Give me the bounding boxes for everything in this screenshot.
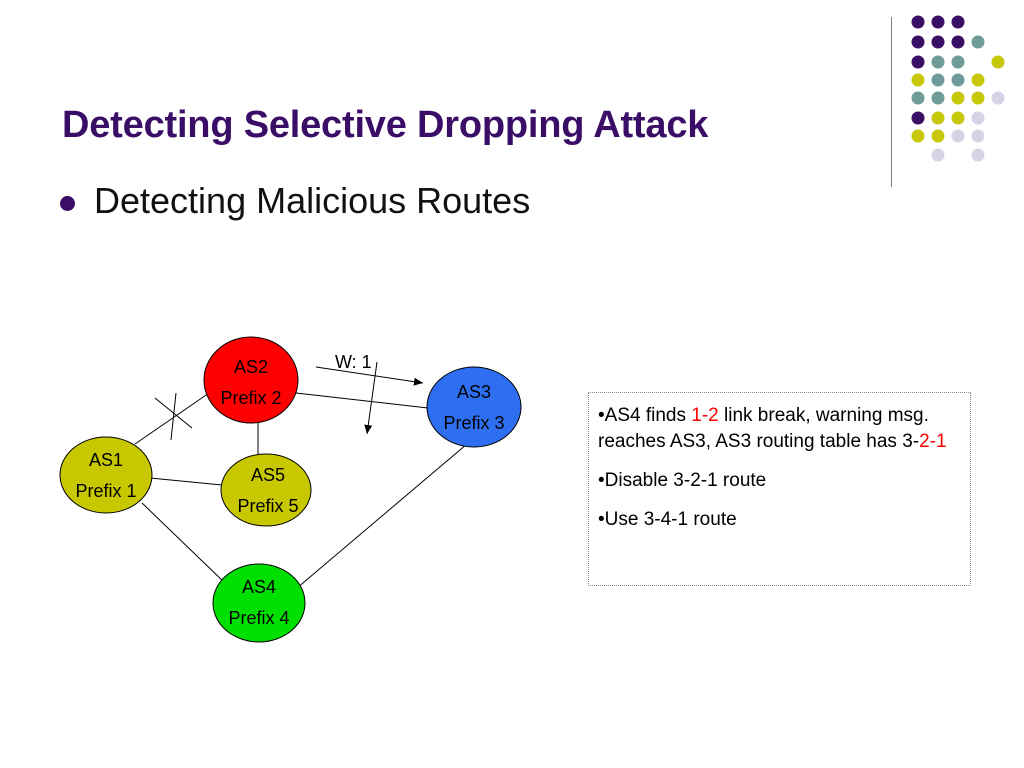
node-as1: AS1 Prefix 1 — [59, 436, 153, 514]
node-as2-prefix: Prefix 2 — [220, 388, 281, 408]
node-as2: AS2 Prefix 2 — [203, 336, 299, 424]
node-as2-name: AS2 — [234, 357, 268, 377]
node-as4-name: AS4 — [242, 577, 276, 597]
node-as4: AS4 Prefix 4 — [212, 563, 306, 643]
node-as4-prefix: Prefix 4 — [228, 608, 289, 628]
info-point-1-text-b: link break, warning msg. reaches AS3, AS… — [598, 405, 929, 452]
link-as1-as4 — [141, 502, 226, 584]
link-as4-as3 — [296, 443, 468, 589]
link-break-mark — [154, 392, 193, 441]
dots-lavender — [931, 91, 1005, 162]
node-as3-prefix: Prefix 3 — [443, 413, 504, 433]
info-point-2: •Disable 3-2-1 route — [598, 470, 767, 491]
node-as3: AS3 Prefix 3 — [426, 366, 522, 448]
dots-teal — [911, 35, 985, 105]
node-as5-name: AS5 — [251, 465, 285, 485]
info-point-1-highlight-b: 2-1 — [919, 431, 947, 452]
node-as3-name: AS3 — [457, 382, 491, 402]
node-as1-prefix: Prefix 1 — [75, 481, 136, 501]
info-box: •AS4 finds 1-2 link break, warning msg. … — [588, 392, 971, 586]
info-point-3: •Use 3-4-1 route — [598, 509, 737, 530]
bullet-text: Detecting Malicious Routes — [94, 180, 531, 221]
bullet-item: Detecting Malicious Routes — [60, 180, 530, 222]
decorative-dot-grid — [911, 15, 1005, 162]
info-point-1: •AS4 finds 1-2 link break, warning msg. … — [598, 403, 962, 455]
dots-yellow — [911, 55, 1005, 143]
info-point-1-highlight-a: 1-2 — [691, 405, 719, 426]
info-point-1-text-a: •AS4 finds — [598, 405, 692, 426]
warning-label: W: 1 — [335, 352, 372, 372]
bullet-dot-icon — [60, 195, 75, 211]
link-as1-as5 — [149, 477, 223, 486]
slide-title: Detecting Selective Dropping Attack — [62, 104, 709, 146]
link-as2-as3 — [295, 392, 429, 409]
warning-arrow-down — [364, 361, 378, 435]
node-as5-prefix: Prefix 5 — [237, 496, 298, 516]
dots-purple — [911, 15, 965, 125]
divider-line — [891, 17, 892, 187]
node-as5: AS5 Prefix 5 — [220, 453, 312, 527]
node-as1-name: AS1 — [89, 450, 123, 470]
warning-arrow-to-as3 — [315, 366, 424, 386]
